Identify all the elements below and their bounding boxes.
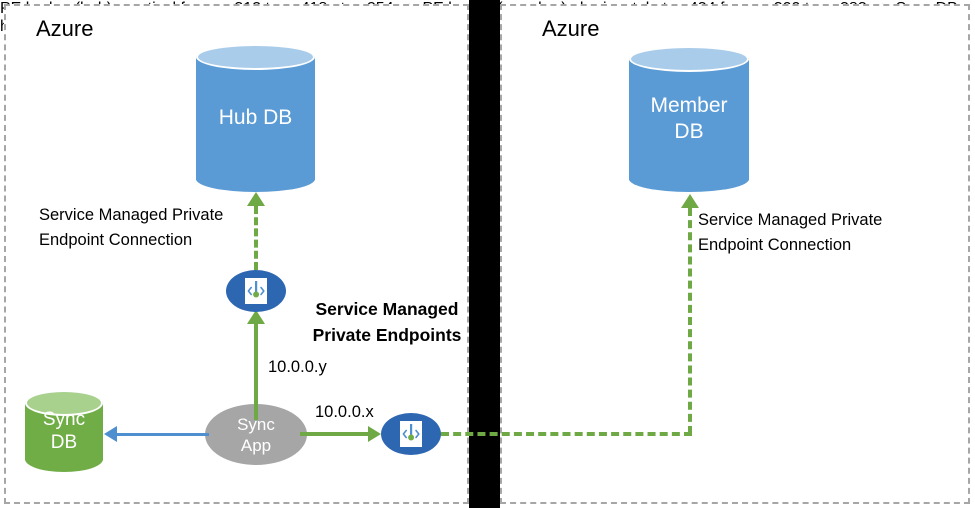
connector-syncapp-to-syncdb-blue <box>117 433 209 436</box>
arrowhead-up-memberdb <box>681 194 699 208</box>
ip-address-member-label: 10.0.0.x <box>315 403 374 421</box>
arrowhead-up-pe-hub <box>247 310 265 324</box>
connector-syncapp-to-pe-member-solid <box>300 432 368 436</box>
hub-db-label: Hub DB <box>218 106 293 129</box>
member-db-node: Member DB <box>629 46 749 192</box>
ip-address-hub-label: 10.0.0.y <box>268 358 327 376</box>
connector-pe-member-vertical-dashed <box>688 208 692 434</box>
hub-db-node: Hub DB <box>196 44 315 192</box>
cylinder-body <box>629 58 749 180</box>
cylinder-top <box>25 390 103 416</box>
member-db-label: Member DB <box>650 94 728 143</box>
arrowhead-up-hubdb <box>247 192 265 206</box>
private-link-icon <box>400 421 422 447</box>
cylinder-body <box>196 56 315 180</box>
network-boundary-wall <box>469 0 500 508</box>
connector-pe-hub-to-hubdb-dashed <box>254 206 258 270</box>
private-endpoint-badge-member <box>381 413 441 455</box>
region-right-label: Azure <box>542 16 600 41</box>
sync-db-node: Sync DB <box>25 390 103 472</box>
sync-db-label: Sync DB <box>42 409 86 453</box>
service-managed-private-endpoints-title: Service Managed Private Endpoints <box>312 299 462 345</box>
hub-endpoint-connection-label: Service Managed Private Endpoint Connect… <box>39 206 224 249</box>
connector-syncapp-to-pe-hub-solid <box>254 324 258 420</box>
connector-pe-member-horizontal-dashed <box>441 432 692 436</box>
region-left-label: Azure <box>36 16 94 41</box>
private-link-icon <box>245 278 267 304</box>
member-endpoint-connection-label: Service Managed Private Endpoint Connect… <box>698 211 883 254</box>
cylinder-top <box>196 44 315 70</box>
private-endpoint-badge-hub <box>226 270 286 312</box>
arrowhead-left-syncdb <box>104 426 117 442</box>
cylinder-top <box>629 46 749 72</box>
sync-app-label: Sync App <box>237 414 275 455</box>
arrowhead-right-pe-member <box>368 426 381 442</box>
